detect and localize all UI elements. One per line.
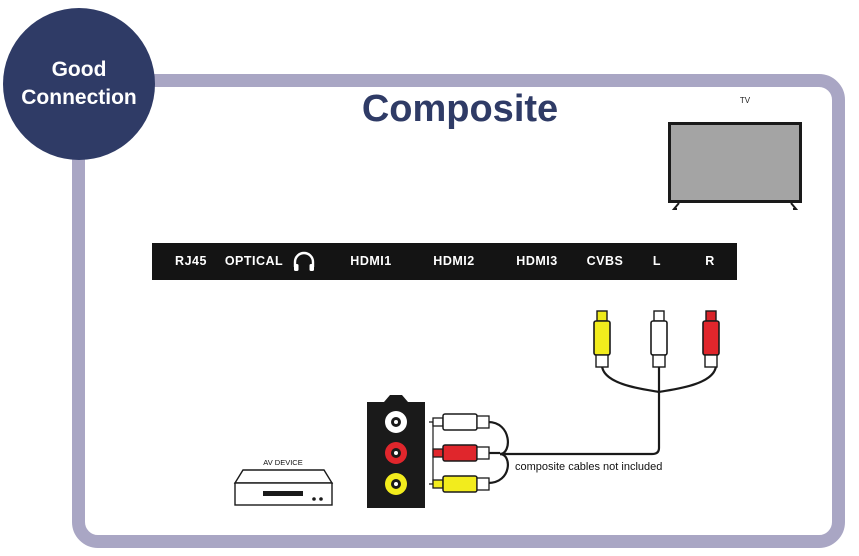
port-rj45: RJ45 [175,254,207,268]
good-connection-badge: Good Connection [3,8,155,160]
tv-icon [668,122,802,210]
rca-plug-icon [432,444,490,462]
headphones-icon [293,251,315,271]
av-device-label: AV DEVICE [263,458,303,467]
rca-plug-icon [432,475,490,493]
tv-port-panel: RJ45 OPTICAL HDMI1 HDMI2 HDMI3 CVBS L R [152,243,737,280]
av-device-icon [233,469,334,506]
port-l: L [652,254,662,268]
badge-line-2: Connection [21,86,137,109]
port-hdmi2: HDMI2 [433,254,475,268]
rca-plug-icon [650,310,668,368]
port-optical: OPTICAL [224,254,284,268]
cable-caption: composite cables not included [515,461,663,473]
diagram-title: Composite [361,88,559,130]
rca-jack-panel-icon [367,395,425,508]
port-cvbs: CVBS [586,254,624,268]
port-hdmi1: HDMI1 [350,254,392,268]
port-hdmi3: HDMI3 [516,254,558,268]
rca-plug-icon [702,310,720,368]
rca-plug-icon [593,310,611,368]
tv-label: TV [739,96,751,105]
rca-plug-icon [432,413,490,431]
badge-line-1: Good [51,58,107,81]
composite-cable [487,365,718,485]
port-r: R [705,254,715,268]
